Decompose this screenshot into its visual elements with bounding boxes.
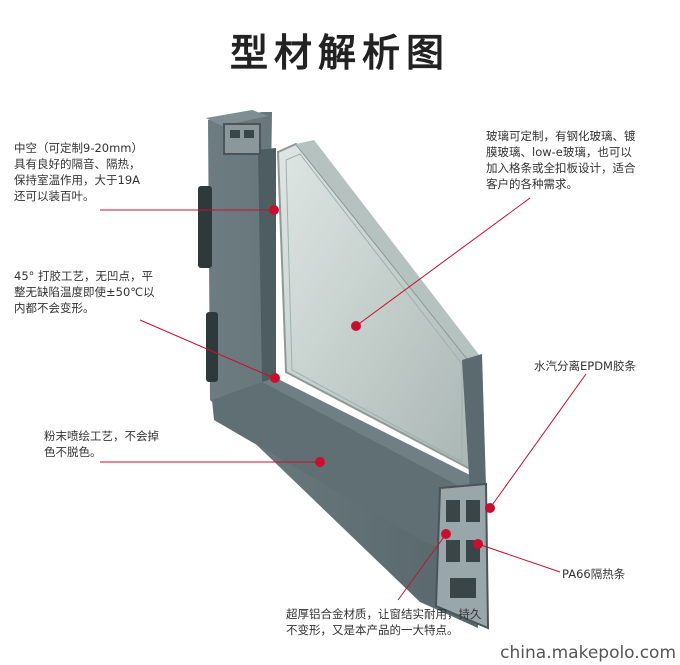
annotation-glass-options: 玻璃可定制，有钢化玻璃、镀 膜玻璃、low-e玻璃，也可以 加入格条或全扣板设计…	[486, 128, 636, 192]
annotation-line: 不变形，又是本产品的一大特点。	[286, 623, 459, 637]
annotation-epdm-strip: 水汽分离EPDM胶条	[534, 358, 636, 374]
annotation-alloy-material: 超厚铝合金材质，让窗结实耐用，持久 不变形，又是本产品的一大特点。	[286, 606, 482, 638]
annotation-line: PA66隔热条	[562, 567, 626, 581]
leader-lines	[100, 197, 587, 601]
annotation-line: 45° 打胶工艺，无凹点，平	[14, 269, 154, 283]
annotation-line: 具有良好的隔音、隔热，	[14, 157, 141, 171]
annotation-line: 还可以装百叶。	[14, 189, 95, 203]
annotation-line: 整无缺陷温度即使±50℃以	[14, 285, 155, 299]
marker-alloy	[441, 529, 451, 539]
marker-hollow	[269, 205, 279, 215]
annotation-line: 内都不会变形。	[14, 301, 95, 315]
watermark: china.makepolo.com	[500, 643, 676, 663]
annotation-line: 玻璃可定制，有钢化玻璃、镀	[486, 129, 636, 143]
hinge-bottom	[206, 312, 218, 382]
marker-glue	[270, 373, 280, 383]
annotation-line: 加入格条或全扣板设计，适合	[486, 161, 636, 175]
marker-powder	[315, 457, 325, 467]
annotation-line: 中空（可定制9-20mm）	[14, 141, 144, 155]
marker-pa66	[473, 539, 483, 549]
annotation-glue-process: 45° 打胶工艺，无凹点，平 整无缺陷温度即使±50℃以 内都不会变形。	[14, 268, 155, 316]
annotation-pa66-strip: PA66隔热条	[562, 566, 625, 582]
annotation-line: 粉末喷绘工艺，不会掉	[44, 429, 159, 443]
marker-glass	[351, 321, 361, 331]
hinge-top	[198, 186, 212, 268]
annotation-line: 膜玻璃、low-e玻璃，也可以	[486, 145, 632, 159]
annotation-line: 水汽分离EPDM胶条	[534, 359, 636, 373]
annotation-line: 色不脱色。	[44, 445, 102, 459]
glazing-bead	[462, 354, 486, 492]
bottom-cross-section	[434, 482, 490, 630]
annotation-hollow-glass: 中空（可定制9-20mm） 具有良好的隔音、隔热， 保持室温作用，大于19A 还…	[14, 140, 143, 204]
annotation-line: 超厚铝合金材质，让窗结实耐用，持久	[286, 607, 482, 621]
marker-epdm	[485, 503, 495, 513]
annotation-line: 保持室温作用，大于19A	[14, 173, 140, 187]
annotation-powder-coating: 粉末喷绘工艺，不会掉 色不脱色。	[44, 428, 159, 460]
page-title: 型材解析图	[229, 30, 450, 75]
annotation-line: 客户的各种需求。	[486, 177, 578, 191]
